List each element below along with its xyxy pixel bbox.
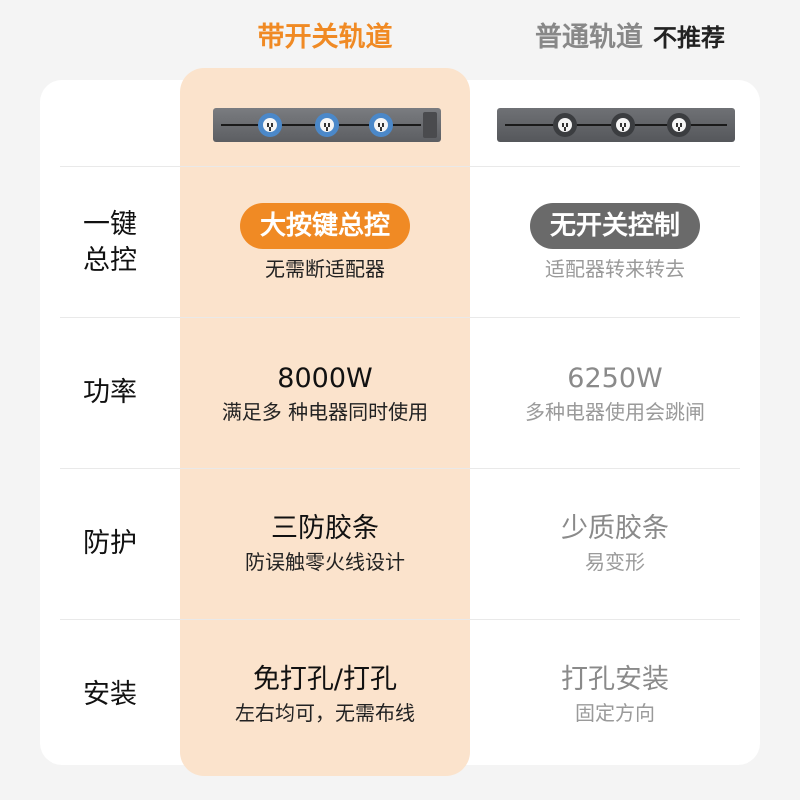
switch-power-sub: 满足多 种电器同时使用 — [221, 400, 429, 424]
row-label-line: 一键 — [83, 209, 137, 240]
normal-power-cell: 6250W 多种电器使用会跳闸 — [470, 362, 760, 426]
row-label-one-key-control: 一键 总控 — [40, 207, 180, 279]
row-label-line: 防护 — [83, 528, 137, 559]
row-label-line: 功率 — [83, 377, 137, 408]
row-divider — [60, 166, 740, 167]
normal-control-sub: 适配器转来转去 — [545, 257, 685, 281]
normal-protection-cell: 少质胶条 易变形 — [470, 512, 760, 576]
switch-protection-value: 三防胶条 — [271, 513, 379, 544]
switch-protection-cell: 三防胶条 防误触零火线设计 — [180, 512, 470, 576]
row-divider — [60, 619, 740, 620]
switch-installation-sub: 左右均可，无需布线 — [235, 701, 415, 725]
socket-icon — [553, 113, 577, 137]
switch-installation-cell: 免打孔/打孔 左右均可，无需布线 — [180, 663, 470, 727]
rail-with-switch-icon — [213, 108, 441, 142]
row-label-line: 总控 — [83, 245, 137, 276]
socket-icon — [611, 113, 635, 137]
row-label-power: 功率 — [40, 375, 180, 411]
socket-icon — [258, 113, 282, 137]
switch-rail-title: 带开关轨道 — [257, 22, 393, 53]
socket-icon — [315, 113, 339, 137]
rail-normal-icon — [497, 108, 735, 142]
socket-icon — [667, 113, 691, 137]
row-label-line: 安装 — [83, 679, 137, 710]
switch-power-value: 8000W — [277, 363, 373, 394]
normal-rail-title-text: 普通轨道 — [535, 22, 643, 53]
normal-protection-value: 少质胶条 — [561, 513, 669, 544]
normal-one-key-cell: 无开关控制 适配器转来转去 — [470, 203, 760, 283]
normal-control-pill: 无开关控制 — [529, 203, 700, 249]
normal-rail-title: 普通轨道不推荐 — [470, 18, 790, 58]
switch-control-sub: 无需断适配器 — [265, 257, 385, 281]
not-recommended-badge: 不推荐 — [653, 24, 725, 52]
normal-installation-cell: 打孔安装 固定方向 — [470, 663, 760, 727]
switch-button-icon — [423, 112, 437, 138]
normal-installation-value: 打孔安装 — [561, 664, 669, 695]
normal-power-sub: 多种电器使用会跳闸 — [525, 400, 705, 424]
row-divider — [60, 468, 740, 469]
highlight-column — [180, 68, 470, 776]
switch-protection-sub: 防误触零火线设计 — [245, 550, 405, 574]
row-divider — [60, 317, 740, 318]
switch-control-pill: 大按键总控 — [239, 203, 410, 249]
switch-installation-value: 免打孔/打孔 — [252, 664, 398, 695]
socket-icon — [369, 113, 393, 137]
normal-protection-sub: 易变形 — [585, 550, 645, 574]
row-label-protection: 防护 — [40, 526, 180, 562]
row-label-installation: 安装 — [40, 677, 180, 713]
normal-installation-sub: 固定方向 — [575, 701, 655, 725]
switch-power-cell: 8000W 满足多 种电器同时使用 — [180, 362, 470, 426]
switch-one-key-cell: 大按键总控 无需断适配器 — [180, 203, 470, 283]
normal-power-value: 6250W — [567, 363, 663, 394]
